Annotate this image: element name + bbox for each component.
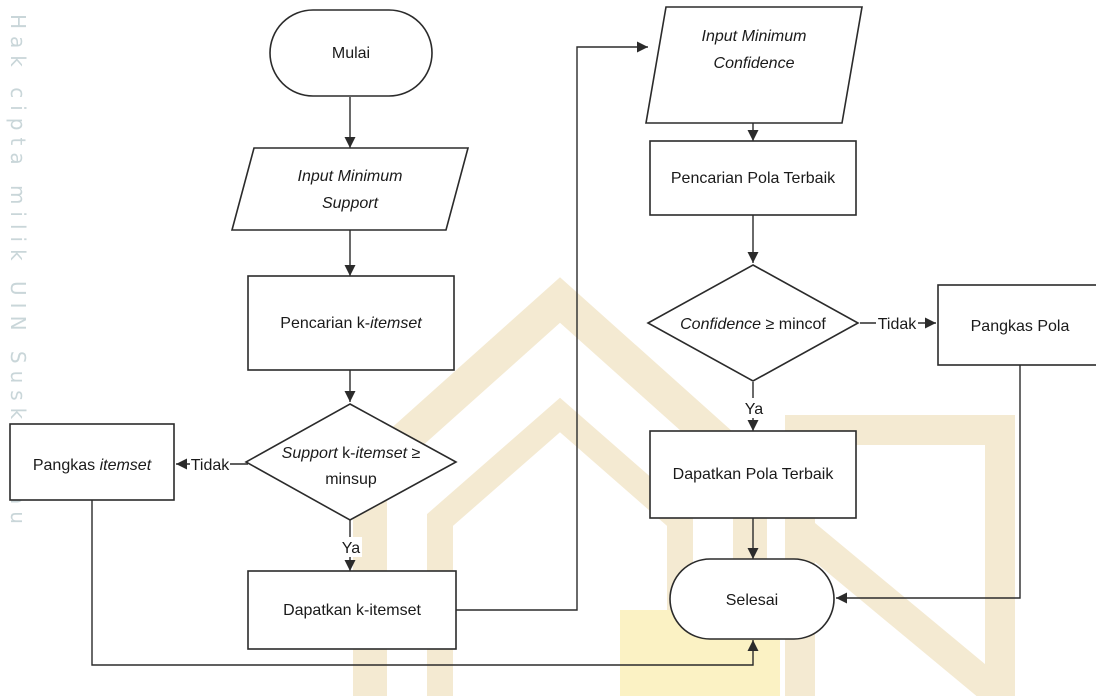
node-pangkas-itemset: Pangkas itemset [9, 423, 175, 501]
decision-conf-text: Confidence ≥ mincof [680, 316, 826, 333]
edges [91, 41, 1021, 666]
input-support-line1: Input Minimum [298, 168, 403, 185]
input-conf-line2: Confidence [714, 55, 795, 72]
label-tidak-right: Tidak [878, 316, 918, 333]
label-tidak-left: Tidak [191, 457, 231, 474]
edge-labels: Tidak Ya Tidak Ya [190, 313, 918, 557]
node-pencarian-pola-terbaik: Pencarian Pola Terbaik [649, 140, 857, 216]
dapatkan-pola-text: Dapatkan Pola Terbaik [673, 466, 835, 483]
label-ya-left: Ya [342, 540, 360, 557]
node-decision-support: Support k-itemset ≥ minsup [244, 403, 458, 521]
node-input-minimum-support: Input Minimum Support [230, 147, 470, 231]
edge-pangkas-pola-to-selesai [836, 365, 1021, 604]
node-dapatkan-pola-terbaik: Dapatkan Pola Terbaik [649, 430, 857, 519]
label-ya-right: Ya [745, 401, 763, 418]
node-pangkas-pola: Pangkas Pola [937, 284, 1096, 366]
edge-pangkas-itemset-to-selesai [91, 500, 759, 666]
selesai-text: Selesai [726, 592, 778, 609]
input-conf-line1: Input Minimum [702, 28, 807, 45]
input-support-line2: Support [322, 195, 379, 212]
node-selesai: Selesai [669, 558, 835, 640]
node-decision-confidence: Confidence ≥ mincof [646, 264, 860, 382]
decision-support-line1: Support k-itemset ≥ [282, 445, 421, 462]
decision-support-line2: minsup [325, 471, 377, 488]
pangkas-itemset-text: Pangkas itemset [33, 457, 152, 474]
node-dapatkan-k-itemset: Dapatkan k-itemset [247, 570, 457, 650]
mulai-text: Mulai [332, 45, 370, 62]
pangkas-pola-text: Pangkas Pola [971, 318, 1070, 335]
node-pencarian-k-itemset: Pencarian k-itemset [247, 275, 455, 371]
node-mulai: Mulai [269, 9, 433, 97]
edge-dapatkan-k-to-input-confidence [456, 41, 648, 611]
pencarian-k-text: Pencarian k-itemset [280, 315, 422, 332]
pencarian-pola-text: Pencarian Pola Terbaik [671, 170, 836, 187]
dapatkan-k-text: Dapatkan k-itemset [283, 602, 421, 619]
node-input-minimum-confidence: Input Minimum Confidence [645, 6, 863, 124]
